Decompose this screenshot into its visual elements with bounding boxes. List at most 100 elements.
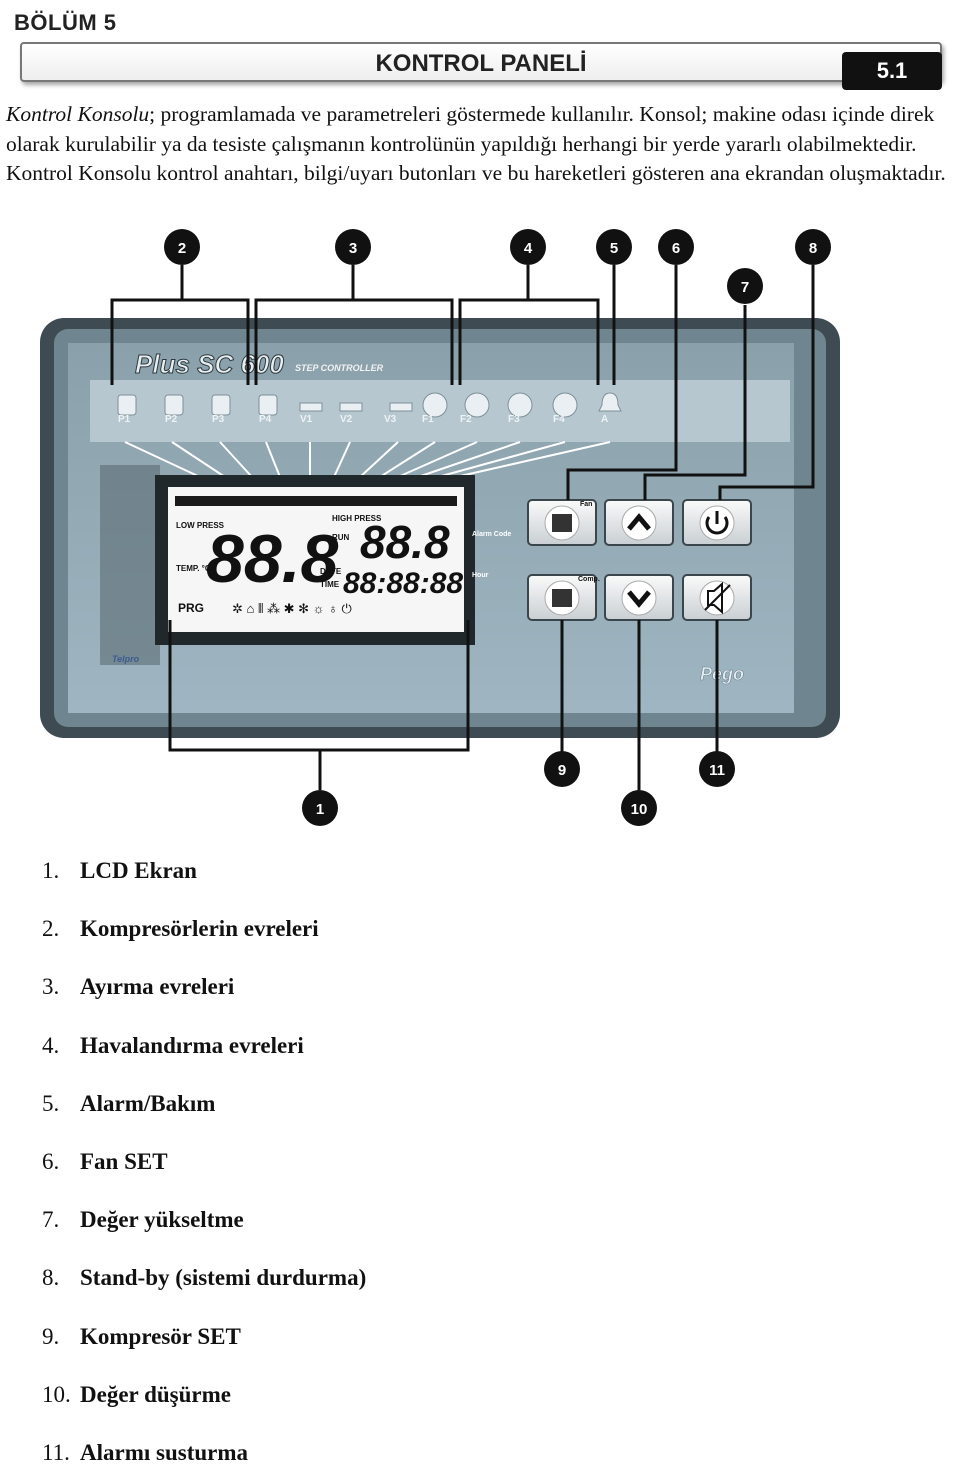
callout-badge-10: 10 [621, 790, 657, 826]
standby-button[interactable] [682, 499, 752, 546]
compressor-icon [164, 394, 184, 416]
icon-label: V2 [340, 414, 353, 425]
lcd-temp: TEMP. °C [176, 564, 211, 573]
brand-subtitle: STEP CONTROLLER [295, 363, 384, 373]
page-title: KONTROL PANELİ [375, 50, 587, 77]
alarm-code-label: Alarm Code [472, 531, 511, 538]
callout-lines [110, 265, 815, 790]
lcd-secondary-digits: 88.8 [360, 516, 450, 568]
fan-icon [552, 392, 578, 418]
title-bar: KONTROL PANELİ 5.1 [20, 42, 942, 90]
alarm-bell-icon [598, 392, 622, 412]
svg-text:2: 2 [178, 240, 186, 257]
callout-badge-4: 4 [510, 229, 546, 265]
lcd-status-icons: ✲ ⌂ ⫴ ⁂ ✱ ✻ ☼ ♁ ⏻ [232, 601, 352, 616]
svg-text:4: 4 [524, 240, 533, 257]
lcd-date: DATE [320, 567, 342, 576]
callout-badge-6: 6 [658, 229, 694, 265]
section-number: 5.1 [842, 52, 942, 90]
up-button[interactable] [604, 499, 674, 546]
svg-text:8: 8 [809, 240, 817, 257]
lcd-screen [168, 487, 464, 632]
icon-label: P4 [259, 414, 272, 425]
lcd-high-press: HIGH PRESS [332, 514, 382, 523]
fan-set-label: Fan [580, 501, 592, 508]
valve-icon [339, 402, 363, 412]
comp-set-button[interactable]: Comp. [527, 574, 600, 621]
mute-alarm-button[interactable] [682, 574, 752, 621]
control-panel-figure: Plus SC 600 STEP CONTROLLER P1 P2 P3 P4 … [0, 225, 960, 835]
list-item: 10.Değer düşürme [42, 1381, 231, 1407]
legend-list: 1.LCD Ekran 2.Kompresörlerin evreleri 3.… [42, 858, 366, 1466]
pego-logo: Pego [700, 664, 744, 684]
compressor-icon [211, 394, 231, 416]
icon-label: F2 [460, 414, 472, 425]
mute-icon [707, 581, 723, 615]
keypad-icon [552, 514, 572, 532]
callout-badge-11: 11 [699, 751, 735, 787]
lcd-run: RUN [332, 533, 350, 542]
keypad-icon [552, 589, 572, 607]
list-item: 1.LCD Ekran [42, 858, 197, 883]
callout-badge-2: 2 [164, 229, 200, 265]
list-item: 4.Havalandırma evreleri [42, 1032, 304, 1058]
svg-text:1: 1 [316, 801, 324, 818]
callout-badge-3: 3 [335, 229, 371, 265]
icon-label: P1 [118, 414, 131, 425]
intro-lead: Kontrol Konsolu [6, 102, 150, 126]
list-item: 9.Kompresör SET [42, 1323, 241, 1349]
callout-badge-7: 7 [727, 268, 763, 304]
callout-badge-8: 8 [795, 229, 831, 265]
compressor-icon [258, 394, 278, 416]
fan-icon [507, 392, 533, 418]
icon-label: P2 [165, 414, 178, 425]
icon-label: F3 [508, 414, 520, 425]
icon-label: A [601, 414, 608, 425]
chevron-up-icon [627, 513, 651, 531]
svg-text:10: 10 [631, 801, 648, 818]
list-item: 8.Stand-by (sistemi durdurma) [42, 1265, 367, 1291]
list-item: 2.Kompresörlerin evreleri [42, 916, 319, 942]
callout-badge-5: 5 [596, 229, 632, 265]
manufacturer-logo: Telpro [112, 654, 140, 664]
svg-text:9: 9 [558, 762, 566, 779]
svg-text:5: 5 [610, 240, 618, 257]
icon-label: F1 [422, 414, 434, 425]
hour-label: Hour [472, 572, 489, 579]
down-button[interactable] [604, 574, 674, 621]
lcd-main-digits: 88.8 [206, 521, 339, 597]
callout-badge-9: 9 [544, 751, 580, 787]
icon-label: F4 [553, 414, 565, 425]
list-item: 3.Ayırma evreleri [42, 974, 235, 1000]
list-item: 5.Alarm/Bakım [42, 1090, 216, 1116]
icon-label: V3 [384, 414, 397, 425]
icon-label: P3 [212, 414, 225, 425]
svg-text:6: 6 [672, 240, 680, 257]
fan-set-button[interactable]: Fan [527, 499, 597, 546]
chevron-down-icon [627, 590, 651, 608]
valve-icon [389, 402, 413, 412]
intro-body: ; programlamada ve parametreleri gösterm… [6, 102, 946, 185]
section-label: BÖLÜM 5 [14, 10, 117, 35]
list-item: 6.Fan SET [42, 1148, 168, 1174]
phase-icons: P1 P2 P3 P4 V1 V2 V3 F1 F2 F3 F4 A [117, 392, 622, 425]
valve-icon [299, 402, 323, 412]
control-panel-illustration: Plus SC 600 STEP CONTROLLER P1 P2 P3 P4 … [40, 229, 840, 826]
intro-paragraph: Kontrol Konsolu; programlamada ve parame… [6, 100, 951, 189]
lcd-low-press: LOW PRESS [176, 521, 225, 530]
lcd-clock: 88:88:88 [343, 567, 463, 600]
svg-text:7: 7 [741, 279, 749, 296]
svg-text:3: 3 [349, 240, 357, 257]
compressor-icon [117, 394, 137, 416]
indicator-leader-lines [124, 441, 611, 478]
list-item: 7.Değer yükseltme [42, 1207, 244, 1233]
callout-badge-1: 1 [302, 790, 338, 826]
fan-icon [422, 392, 448, 418]
callout-badges: 2 3 4 5 6 7 8 1 9 10 11 [164, 229, 831, 826]
list-item: 11.Alarmı susturma [42, 1439, 249, 1465]
power-icon [705, 516, 729, 535]
fan-icon [464, 392, 490, 418]
lcd-time: TIME [320, 580, 340, 589]
svg-text:11: 11 [709, 762, 725, 779]
icon-label: V1 [300, 414, 313, 425]
